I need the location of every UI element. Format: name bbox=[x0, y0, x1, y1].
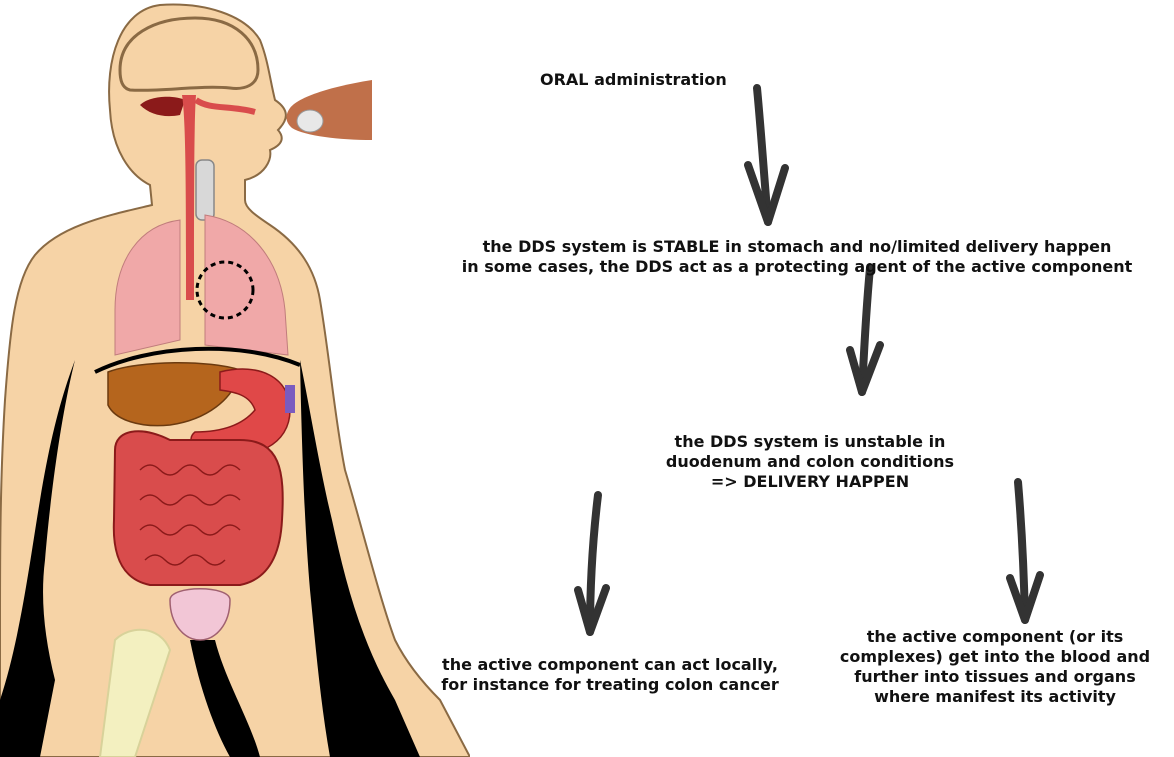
label-dds-unstable-line-2: duodenum and colon conditions bbox=[630, 452, 990, 472]
label-dds-stable-line-1: the DDS system is STABLE in stomach and … bbox=[424, 237, 1170, 257]
label-dds-unstable-line-1: the DDS system is unstable in bbox=[630, 432, 990, 452]
label-local-action: the active component can act locally, fo… bbox=[420, 655, 800, 695]
label-oral-administration: ORAL administration bbox=[540, 70, 727, 90]
label-dds-unstable: the DDS system is unstable in duodenum a… bbox=[630, 432, 990, 492]
label-systemic-action-line-3: further into tissues and organs bbox=[820, 667, 1170, 687]
arrow-to-local-action bbox=[578, 495, 606, 632]
label-systemic-action-line-1: the active component (or its bbox=[820, 627, 1170, 647]
label-systemic-action-line-2: complexes) get into the blood and bbox=[820, 647, 1170, 667]
label-dds-unstable-line-3: => DELIVERY HAPPEN bbox=[630, 472, 990, 492]
label-local-action-line-2: for instance for treating colon cancer bbox=[420, 675, 800, 695]
label-systemic-action: the active component (or its complexes) … bbox=[820, 627, 1170, 707]
arrow-stable-to-unstable bbox=[850, 268, 880, 392]
arrow-to-systemic-action bbox=[1010, 482, 1040, 620]
label-dds-stable: the DDS system is STABLE in stomach and … bbox=[424, 237, 1170, 277]
label-local-action-line-1: the active component can act locally, bbox=[420, 655, 800, 675]
label-systemic-action-line-4: where manifest its activity bbox=[820, 687, 1170, 707]
label-dds-stable-line-2: in some cases, the DDS act as a protecti… bbox=[424, 257, 1170, 277]
arrow-oral-to-stable bbox=[748, 88, 785, 222]
